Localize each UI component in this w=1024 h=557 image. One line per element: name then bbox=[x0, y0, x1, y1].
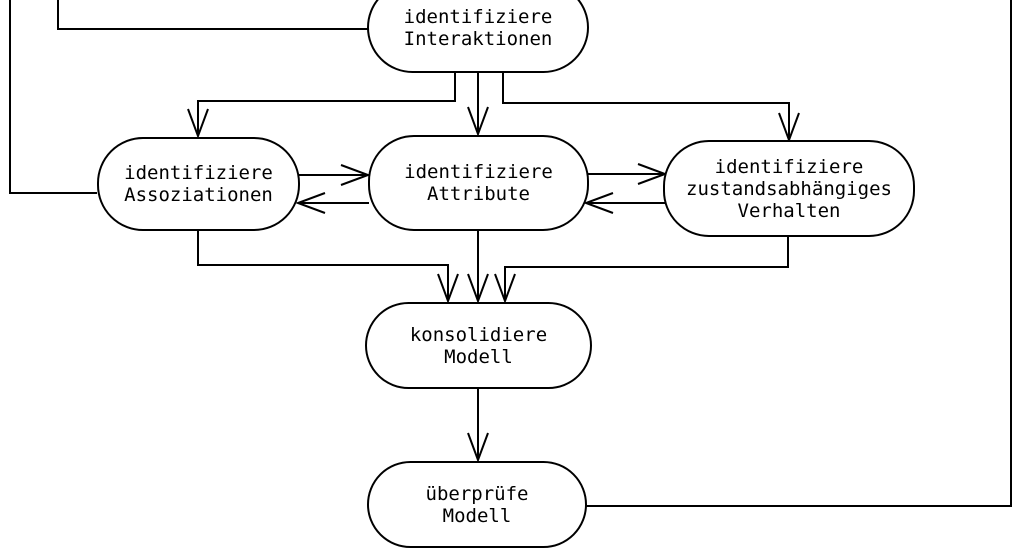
node-ueberpruefe-modell: überprüfe Modell bbox=[367, 461, 587, 548]
node-label-line: Assoziationen bbox=[124, 184, 273, 206]
edge-top-to-interaktionen bbox=[57, 0, 368, 30]
node-label-line: identifiziere bbox=[124, 162, 273, 184]
edge-interaktionen-to-verhalten bbox=[502, 72, 790, 139]
arrowhead-left-icon bbox=[583, 192, 614, 214]
arrowhead-left-icon bbox=[295, 192, 326, 214]
node-identifiziere-attribute: identifiziere Attribute bbox=[368, 135, 589, 231]
edge-verhalten-to-konsolidiere bbox=[504, 236, 789, 301]
node-label-line: identifiziere bbox=[404, 161, 553, 183]
node-identifiziere-assoziationen: identifiziere Assoziationen bbox=[97, 137, 300, 231]
node-konsolidiere-modell: konsolidiere Modell bbox=[365, 302, 592, 389]
arrowhead-down-icon bbox=[467, 432, 489, 463]
arrowhead-down-icon bbox=[187, 108, 209, 139]
node-label-line: identifiziere bbox=[714, 155, 864, 178]
edge-ueberpruefe-to-topright bbox=[586, 0, 1012, 507]
arrowhead-down-icon bbox=[437, 273, 459, 304]
arrowhead-down-icon bbox=[494, 273, 516, 304]
edge-interaktionen-to-assoziationen bbox=[197, 72, 456, 135]
node-label-line: Attribute bbox=[427, 183, 530, 205]
node-label-line: Verhalten bbox=[737, 199, 841, 222]
node-identifiziere-interaktionen: identifiziere Interaktionen bbox=[367, 0, 589, 73]
edge-assoziationen-to-konsolidiere bbox=[197, 230, 449, 301]
node-label-line: Interaktionen bbox=[403, 27, 553, 50]
arrowhead-down-icon bbox=[467, 273, 489, 304]
node-label-line: konsolidiere bbox=[409, 323, 548, 346]
node-label-line: zustandsabhängiges bbox=[686, 177, 892, 200]
edge-topleft-to-assoziationen bbox=[9, 0, 97, 194]
node-label-line: Modell bbox=[442, 504, 512, 527]
node-label-line: Modell bbox=[444, 345, 513, 368]
node-label-line: überprüfe bbox=[425, 482, 529, 505]
arrowhead-down-icon bbox=[467, 106, 489, 137]
node-identifiziere-zustandsabhaengiges-verhalten: identifiziere zustandsabhängiges Verhalt… bbox=[663, 140, 915, 237]
node-label-line: identifiziere bbox=[403, 5, 553, 28]
